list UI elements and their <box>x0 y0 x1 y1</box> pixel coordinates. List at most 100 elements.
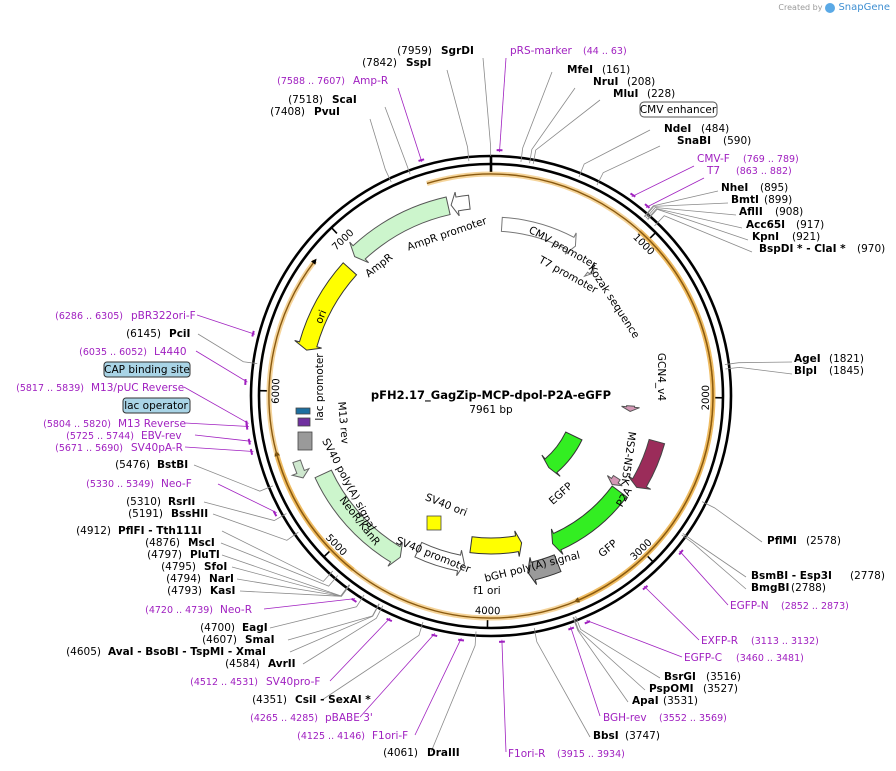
site-mfei[interactable]: MfeI <box>567 64 593 76</box>
primer-mark <box>251 330 255 337</box>
primer-egfp-c[interactable]: EGFP-C <box>684 652 722 664</box>
primer-sv40pro-f[interactable]: SV40pro-F <box>266 676 320 688</box>
site-sspi[interactable]: SspI <box>406 57 431 69</box>
primer-f1ori-f[interactable]: F1ori-F <box>372 730 408 742</box>
primer-pbabe3[interactable]: pBABE 3' <box>325 712 373 724</box>
feature-lac-operator-mark[interactable] <box>297 417 311 427</box>
site-pos-smai: (4607) <box>202 634 237 646</box>
feature-ms2[interactable] <box>627 438 666 490</box>
feature-bgh-polya[interactable] <box>527 554 562 585</box>
site-csii-sexai[interactable]: CsiI - SexAI * <box>295 694 371 706</box>
site-bsmbi-esp3i[interactable]: BsmBI - Esp3I <box>751 570 832 582</box>
site-pspomi[interactable]: PspOMI <box>649 683 694 695</box>
primer-m13puc-reverse[interactable]: M13/pUC Reverse <box>91 382 184 394</box>
site-pflmi[interactable]: PflMI <box>767 535 797 547</box>
cap-binding-site-box[interactable] <box>103 361 191 378</box>
feature-sv40-promoter[interactable] <box>414 541 465 577</box>
site-ava-bsobi-tspmi-xmai[interactable]: AvaI - BsoBI - TspMI - XmaI <box>108 646 266 658</box>
feature-ampr[interactable] <box>349 196 451 264</box>
primer-egfp-n[interactable]: EGFP-N <box>730 600 769 612</box>
site-nhei[interactable]: NheI <box>721 182 748 194</box>
site-pos-bstbi: (5476) <box>115 459 150 471</box>
primer-range-amp-r: (7588 .. 7607) <box>277 76 345 87</box>
site-blpi[interactable]: BlpI <box>794 365 817 377</box>
site-pos-nrui: (208) <box>627 76 655 88</box>
feature-gfp[interactable] <box>550 485 628 555</box>
site-sgrdi[interactable]: SgrDI <box>441 45 474 57</box>
feature-neor[interactable] <box>314 469 403 567</box>
feature-p2a[interactable] <box>606 474 623 487</box>
lac-operator-label: lac operator <box>124 400 188 412</box>
feature-cap-site-mark[interactable] <box>295 407 311 415</box>
lac-operator-box[interactable] <box>122 397 191 414</box>
site-agei[interactable]: AgeI <box>794 353 821 365</box>
primer-range-bgh-rev: (3552 .. 3569) <box>659 713 727 724</box>
site-bbsi[interactable]: BbsI <box>593 730 619 742</box>
primer-exfp-r[interactable]: EXFP-R <box>701 635 738 647</box>
site-pvui[interactable]: PvuI <box>314 106 340 118</box>
primer-l4440[interactable]: L4440 <box>154 346 187 358</box>
site-kpni[interactable]: KpnI <box>752 231 779 243</box>
site-pflfi-tth111i[interactable]: PflFI - Tth111I <box>118 525 202 537</box>
site-bspdi-clai[interactable]: BspDI * - ClaI * <box>759 243 846 255</box>
site-scai[interactable]: ScaI <box>332 94 357 106</box>
site-bsshii[interactable]: BssHII <box>171 508 208 520</box>
site-avrii[interactable]: AvrII <box>268 658 296 670</box>
feature-sv40-polya[interactable] <box>290 459 311 479</box>
site-ndei[interactable]: NdeI <box>664 123 691 135</box>
egfp-label: EGFP <box>547 480 575 507</box>
site-aflii[interactable]: AflII <box>739 206 763 218</box>
primer-neo-f[interactable]: Neo-F <box>161 478 192 490</box>
site-snabi[interactable]: SnaBI <box>677 135 711 147</box>
site-rsrii[interactable]: RsrII <box>168 496 195 508</box>
site-pos-nhei: (895) <box>760 182 788 194</box>
site-pos-blpi: (1845) <box>829 365 864 377</box>
primer-neo-r[interactable]: Neo-R <box>220 604 252 616</box>
feature-ori[interactable] <box>294 262 358 351</box>
primer-pbr322ori-f[interactable]: pBR322ori-F <box>131 310 196 322</box>
site-bstbi[interactable]: BstBI <box>157 459 188 471</box>
primer-ebv-rev[interactable]: EBV-rev <box>141 430 182 442</box>
site-pluti[interactable]: PluTI <box>190 549 220 561</box>
feature-sv40-ori[interactable] <box>426 515 442 531</box>
feature-sv40-polya-box[interactable] <box>297 431 313 451</box>
site-mlui[interactable]: MluI <box>613 88 638 100</box>
site-acc65i[interactable]: Acc65I <box>746 219 785 231</box>
site-smai[interactable]: SmaI <box>245 634 275 646</box>
primer-range-exfp-r: (3113 .. 3132) <box>751 636 819 647</box>
feature-egfp[interactable] <box>541 431 583 477</box>
site-leader-line <box>287 603 380 641</box>
primer-cmv-f[interactable]: CMV-F <box>697 153 730 165</box>
site-eagi[interactable]: EagI <box>242 622 268 634</box>
primer-f1ori-r[interactable]: F1ori-R <box>508 748 545 760</box>
feature-ampr-promoter[interactable] <box>450 191 471 217</box>
site-bsrgi[interactable]: BsrGI <box>664 671 696 683</box>
primer-range-f1ori-r: (3915 .. 3934) <box>557 749 625 760</box>
site-apai[interactable]: ApaI <box>632 695 659 707</box>
snapgene-logo-icon <box>825 2 836 13</box>
primer-t7[interactable]: T7 <box>706 165 720 177</box>
site-draiii[interactable]: DraIII <box>427 747 460 759</box>
primer-bgh-rev[interactable]: BGH-rev <box>603 712 647 724</box>
primer-prs-marker[interactable]: pRS-marker <box>510 45 573 57</box>
feature-gcn4[interactable] <box>621 405 640 412</box>
feature-f1-ori[interactable] <box>469 530 523 557</box>
primer-sv40pa-r[interactable]: SV40pA-R <box>131 442 183 454</box>
primer-m13-reverse[interactable]: M13 Reverse <box>118 418 186 430</box>
primer-mark <box>678 549 684 556</box>
site-pcii[interactable]: PciI <box>169 328 190 340</box>
site-nrui[interactable]: NruI <box>593 76 618 88</box>
site-sfoi[interactable]: SfoI <box>204 561 227 573</box>
site-bmti[interactable]: BmtI <box>731 194 759 206</box>
p2a-label: P2A <box>614 485 635 509</box>
site-msci[interactable]: MscI <box>188 537 215 549</box>
orf-ampr[interactable] <box>268 173 714 619</box>
site-leader-line <box>212 513 299 541</box>
site-bmgbi[interactable]: BmgBI <box>751 582 789 594</box>
site-kasi[interactable]: KasI <box>210 585 235 597</box>
site-nari[interactable]: NarI <box>209 573 234 585</box>
primer-amp-r[interactable]: Amp-R <box>353 75 388 87</box>
feature-cmv-promoter[interactable] <box>500 216 577 255</box>
feature-t7[interactable] <box>583 261 596 278</box>
cmv-enhancer-box[interactable] <box>639 101 718 118</box>
